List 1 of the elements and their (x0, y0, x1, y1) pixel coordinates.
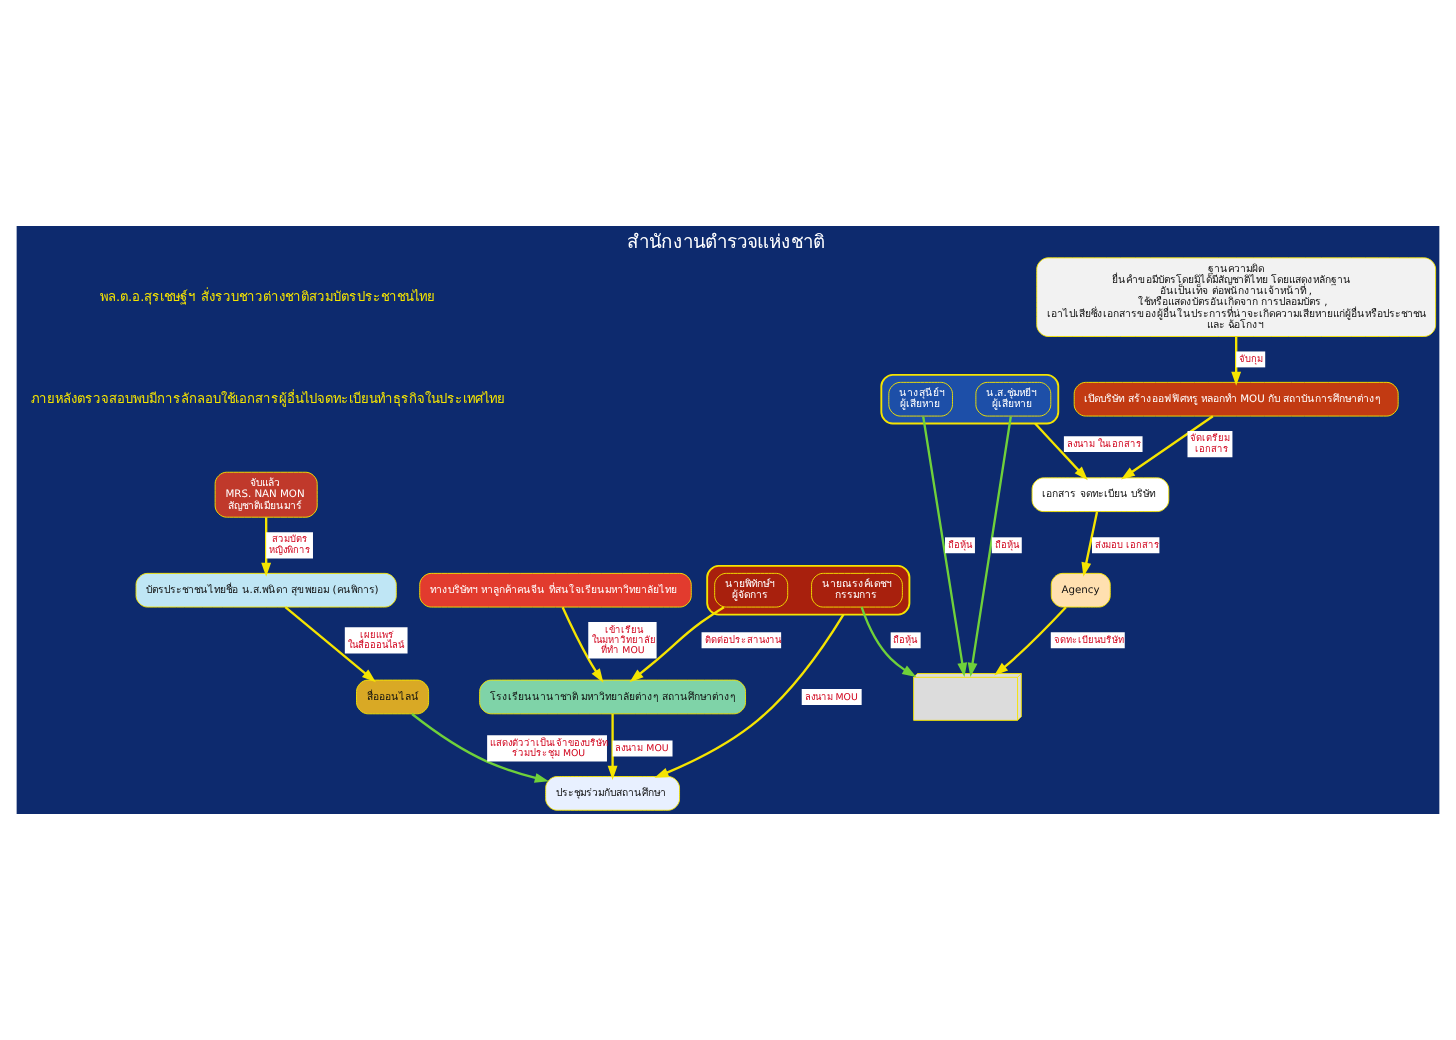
diagram-title: สำนักงานตำรวจแห่งชาติ (627, 232, 826, 255)
